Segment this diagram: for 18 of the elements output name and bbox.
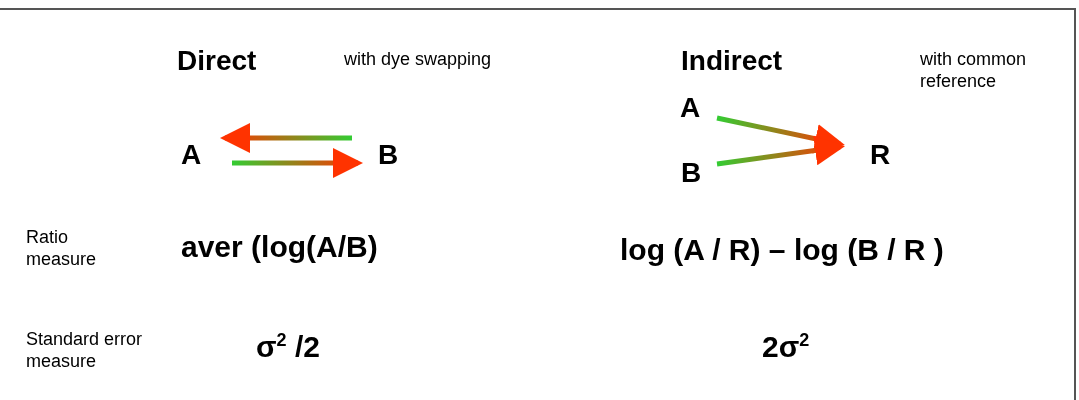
arrow bbox=[716, 135, 845, 167]
arrow bbox=[220, 123, 352, 153]
formula: aver (log(A/B) bbox=[181, 230, 378, 264]
heading: Direct bbox=[177, 45, 257, 77]
row-label: Ratio measure bbox=[26, 226, 98, 270]
row-label: Standard error measure bbox=[26, 328, 144, 372]
formula: 2σ$^{2}$ bbox=[762, 330, 810, 364]
arrow bbox=[232, 148, 363, 178]
node-letter: A bbox=[680, 93, 701, 123]
node-letter: B bbox=[378, 140, 399, 170]
node-letter: R bbox=[870, 140, 891, 170]
heading: Indirect bbox=[681, 45, 783, 77]
note: with dye swapping bbox=[344, 48, 492, 70]
node-letter: B bbox=[681, 158, 702, 188]
node-letter: A bbox=[181, 140, 202, 170]
formula: σ$^{2}$ /2 bbox=[256, 330, 320, 364]
formula: log (A / R) – log (B / R ) bbox=[620, 233, 944, 267]
note: with common reference bbox=[920, 48, 1028, 92]
